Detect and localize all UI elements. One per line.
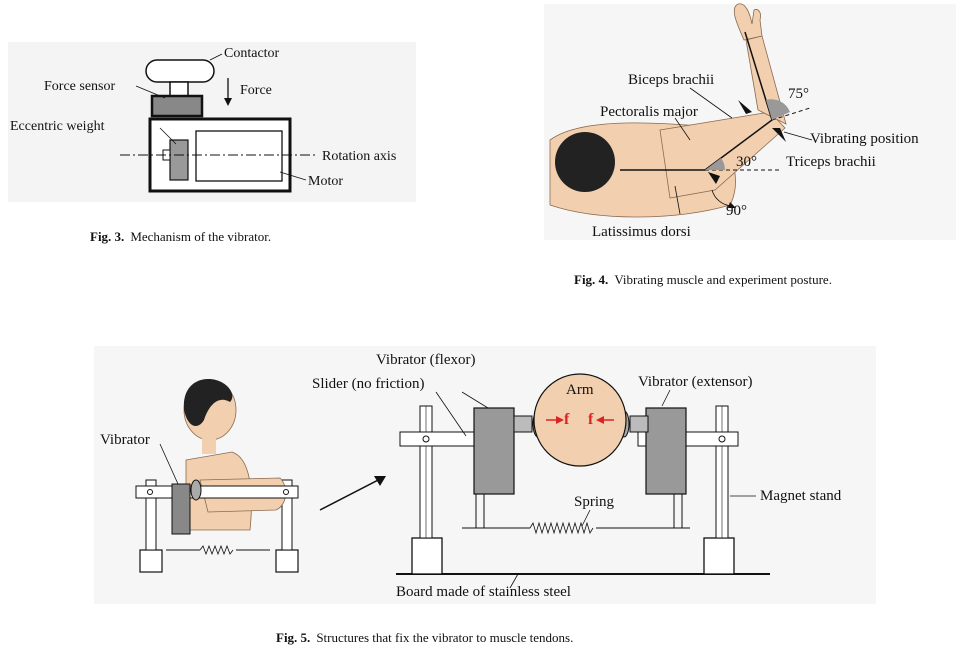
- label-board: Board made of stainless steel: [396, 584, 571, 600]
- fig5-caption-number: Fig. 5.: [276, 630, 311, 645]
- fig5-diagram: Vibrator Vibrator (flexor) Slider (no fr…: [94, 346, 876, 604]
- eccentric-weight-shape: [169, 139, 189, 181]
- fig4-caption-text: Vibrating muscle and experiment posture.: [614, 272, 832, 287]
- label-vibrating-position: Vibrating position: [810, 131, 919, 147]
- zoom-arrow: [319, 477, 383, 511]
- head-shape: [555, 132, 615, 192]
- vibrator-stand-setup: [159, 373, 770, 589]
- label-eccentric-weight: Eccentric weight: [10, 119, 105, 134]
- extensor-vibrator-body: [645, 407, 687, 495]
- label-spring: Spring: [574, 494, 615, 510]
- label-angle-75: 75°: [788, 86, 809, 102]
- hand-shape: [733, 3, 763, 41]
- person-setup: [135, 379, 299, 573]
- label-vibrator-flexor: Vibrator (flexor): [376, 352, 475, 368]
- fig4-caption: Fig. 4. Vibrating muscle and experiment p…: [574, 272, 832, 288]
- label-arm: Arm: [566, 382, 594, 398]
- label-magnet-stand: Magnet stand: [760, 488, 842, 504]
- fig5-caption-text: Structures that fix the vibrator to musc…: [316, 630, 574, 645]
- label-rotation-axis: Rotation axis: [322, 149, 396, 164]
- label-vibrator: Vibrator: [100, 432, 150, 448]
- fig3-caption-number: Fig. 3.: [90, 229, 125, 244]
- spring-shape: [529, 521, 594, 535]
- label-motor: Motor: [308, 174, 343, 189]
- flexor-vibrator-body: [473, 407, 515, 495]
- fig3-caption: Fig. 3. Mechanism of the vibrator.: [90, 229, 271, 245]
- label-contactor: Contactor: [224, 46, 280, 61]
- label-force-sensor: Force sensor: [44, 79, 115, 94]
- label-force: Force: [240, 83, 272, 98]
- label-pectoralis: Pectoralis major: [600, 104, 698, 120]
- label-force-f-right: f: [588, 411, 594, 428]
- label-angle-90: 90°: [726, 203, 747, 219]
- arm-skeleton-line: [620, 31, 773, 171]
- label-biceps: Biceps brachii: [628, 72, 714, 88]
- fig3-caption-text: Mechanism of the vibrator.: [130, 229, 272, 244]
- contactor-shape: [145, 59, 215, 83]
- fig4-caption-number: Fig. 4.: [574, 272, 609, 287]
- fig4-diagram: Biceps brachii Pectoralis major 75° Vibr…: [544, 3, 956, 240]
- label-latissimus: Latissimus dorsi: [592, 224, 691, 240]
- label-triceps: Triceps brachii: [786, 154, 876, 170]
- fig3-diagram: Contactor Force sensor Force Eccentric w…: [8, 42, 416, 202]
- motor-shape: [195, 130, 283, 182]
- force-sensor-shape: [150, 94, 204, 118]
- label-slider: Slider (no friction): [312, 376, 424, 392]
- fig5-caption: Fig. 5. Structures that fix the vibrator …: [276, 630, 573, 646]
- arm-cross-section: [533, 373, 627, 467]
- label-angle-30: 30°: [736, 154, 757, 170]
- label-force-f-left: f: [564, 411, 570, 428]
- label-vibrator-extensor: Vibrator (extensor): [638, 374, 752, 390]
